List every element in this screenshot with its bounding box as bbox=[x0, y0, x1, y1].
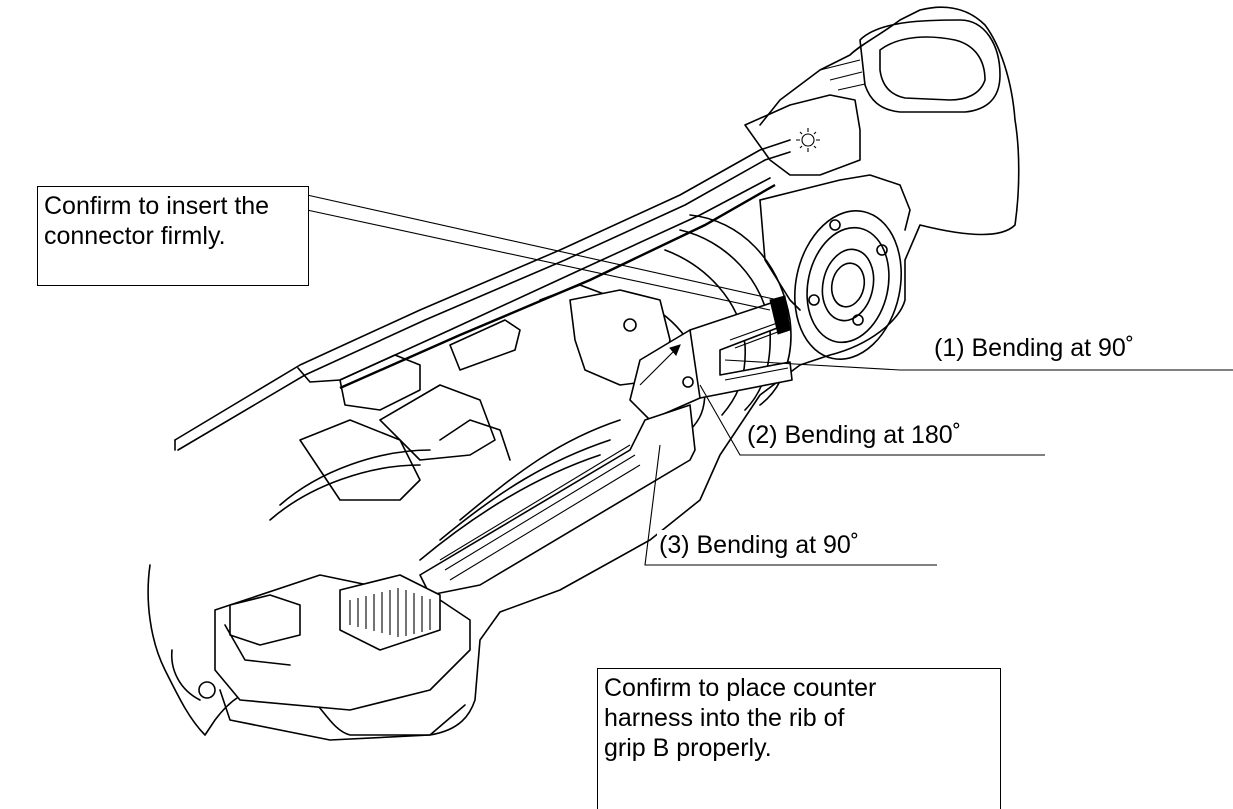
inner-drum bbox=[689, 214, 792, 406]
callout-connector-line-2: connector firmly. bbox=[44, 222, 226, 250]
callout-connector-line-1: Confirm to insert the bbox=[44, 192, 270, 220]
leader-bend2 bbox=[699, 384, 1045, 456]
label-bend-1: (1) Bending at 90˚ bbox=[932, 333, 1137, 363]
callout-harness-line-3: grip B properly. bbox=[604, 734, 772, 762]
sun-icon bbox=[796, 128, 820, 152]
grip-rib bbox=[279, 449, 431, 506]
callout-harness-line-2: harness into the rib of bbox=[604, 704, 845, 732]
leader-connector bbox=[306, 194, 779, 301]
housing-outline bbox=[147, 6, 1020, 736]
lens-ring bbox=[793, 210, 903, 360]
leader-lines bbox=[306, 194, 1233, 566]
upper-rim bbox=[174, 139, 791, 441]
callout-connector: Confirm to insert the connector firmly. bbox=[37, 186, 309, 286]
callout-harness: Confirm to place counter harness into th… bbox=[597, 668, 1001, 809]
interior-bay-1 bbox=[299, 419, 421, 501]
label-bend-2: (2) Bending at 180˚ bbox=[745, 420, 964, 450]
leader-bend3 bbox=[644, 444, 937, 566]
viewfinder-block bbox=[859, 19, 1001, 113]
flex-cable-fold bbox=[629, 329, 701, 421]
flex-cable-ribbon bbox=[419, 404, 696, 596]
callout-harness-line-1: Confirm to place counter bbox=[604, 674, 877, 702]
label-bend-3: (3) Bending at 90˚ bbox=[657, 530, 862, 560]
mode-dial-area bbox=[744, 94, 861, 176]
leader-bend1 bbox=[724, 359, 1233, 371]
